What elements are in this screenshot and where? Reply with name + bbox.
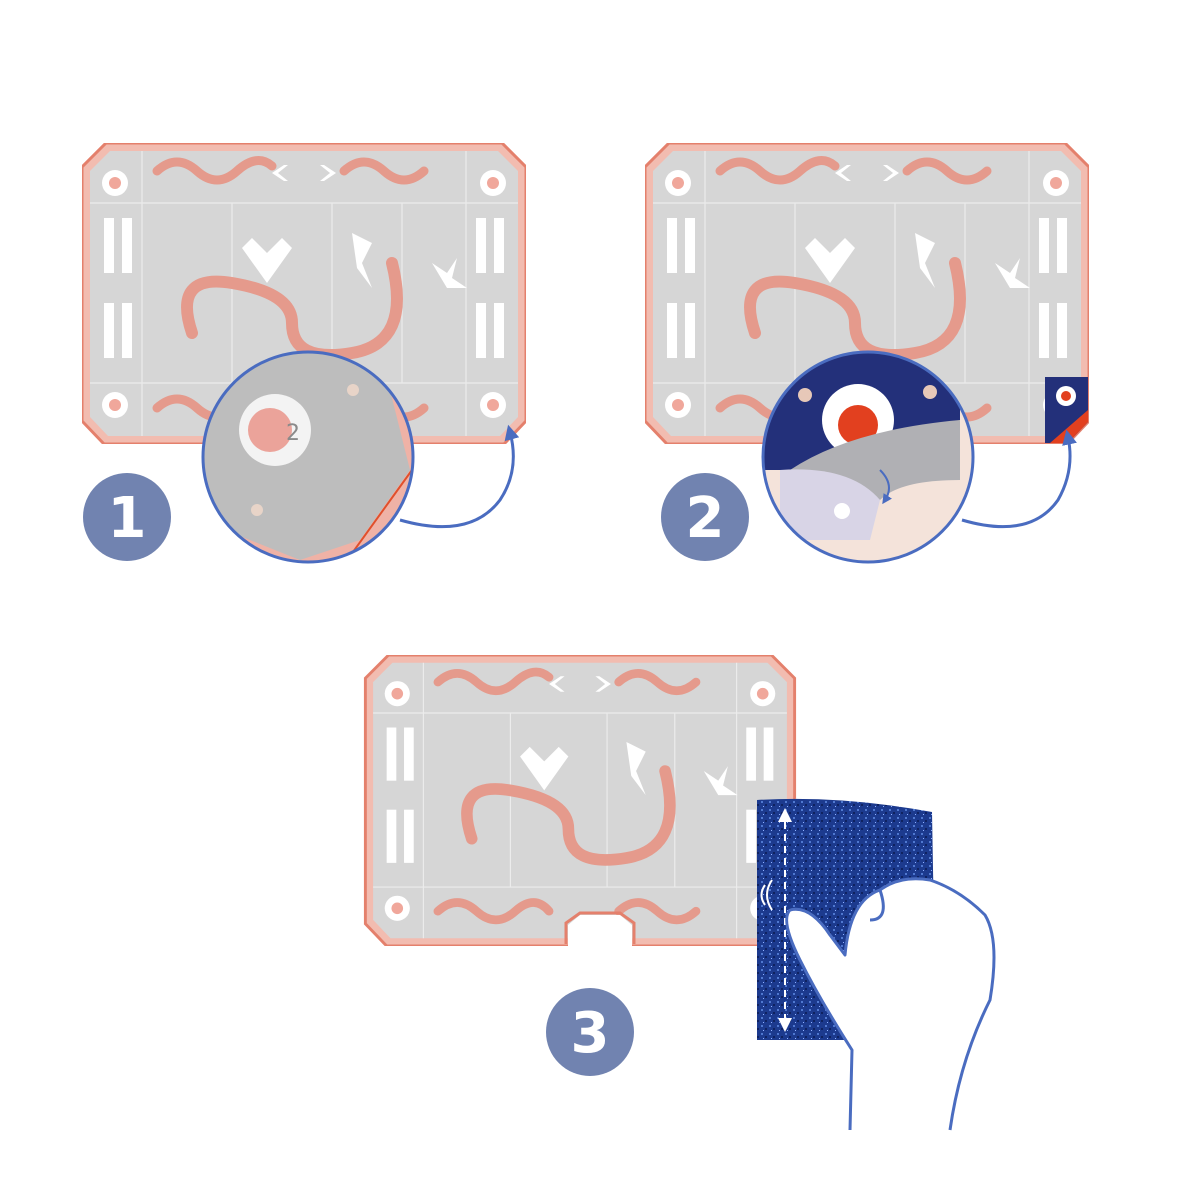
step-badge-1: 1 [83,473,171,561]
zoom-number-label: 2 [286,421,300,446]
placed-sticker-corner [1045,377,1088,443]
step-3: 3 [365,655,996,1131]
step-badge-2: 2 [661,473,749,561]
step-number: 3 [571,1001,610,1066]
magnifier-zoom [761,350,975,564]
step-1: 2 1 [82,143,526,564]
curved-arrow-icon [961,429,1077,529]
step-number: 1 [108,486,147,551]
curved-arrow-icon [399,424,520,529]
step-2: 2 [645,143,1089,564]
sticker-card [365,655,794,948]
step-number: 2 [686,486,725,551]
step-badge-3: 3 [546,988,634,1076]
hand-icon [760,877,996,1131]
